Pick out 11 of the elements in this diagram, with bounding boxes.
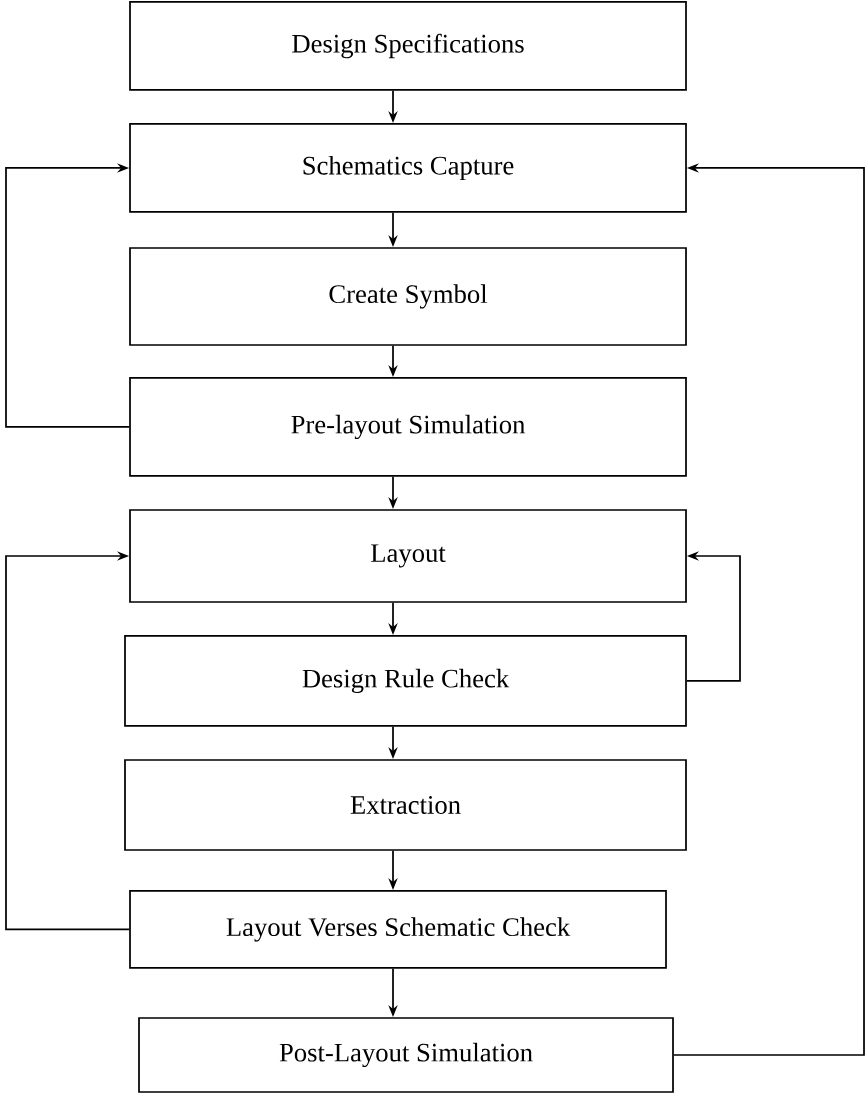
arrow: [5, 163, 130, 428]
process-box: Extraction: [124, 759, 687, 851]
process-box: Layout Verses Schematic Check: [129, 890, 667, 969]
process-box: Design Specifications: [129, 1, 687, 91]
arrow: [5, 551, 130, 931]
process-box: Pre-layout Simulation: [129, 377, 687, 477]
process-box: Create Symbol: [129, 247, 687, 346]
process-box: Design Rule Check: [124, 635, 687, 727]
process-box: Post-Layout Simulation: [138, 1017, 674, 1093]
process-box: Schematics Capture: [129, 123, 687, 213]
process-box: Layout: [129, 509, 687, 603]
